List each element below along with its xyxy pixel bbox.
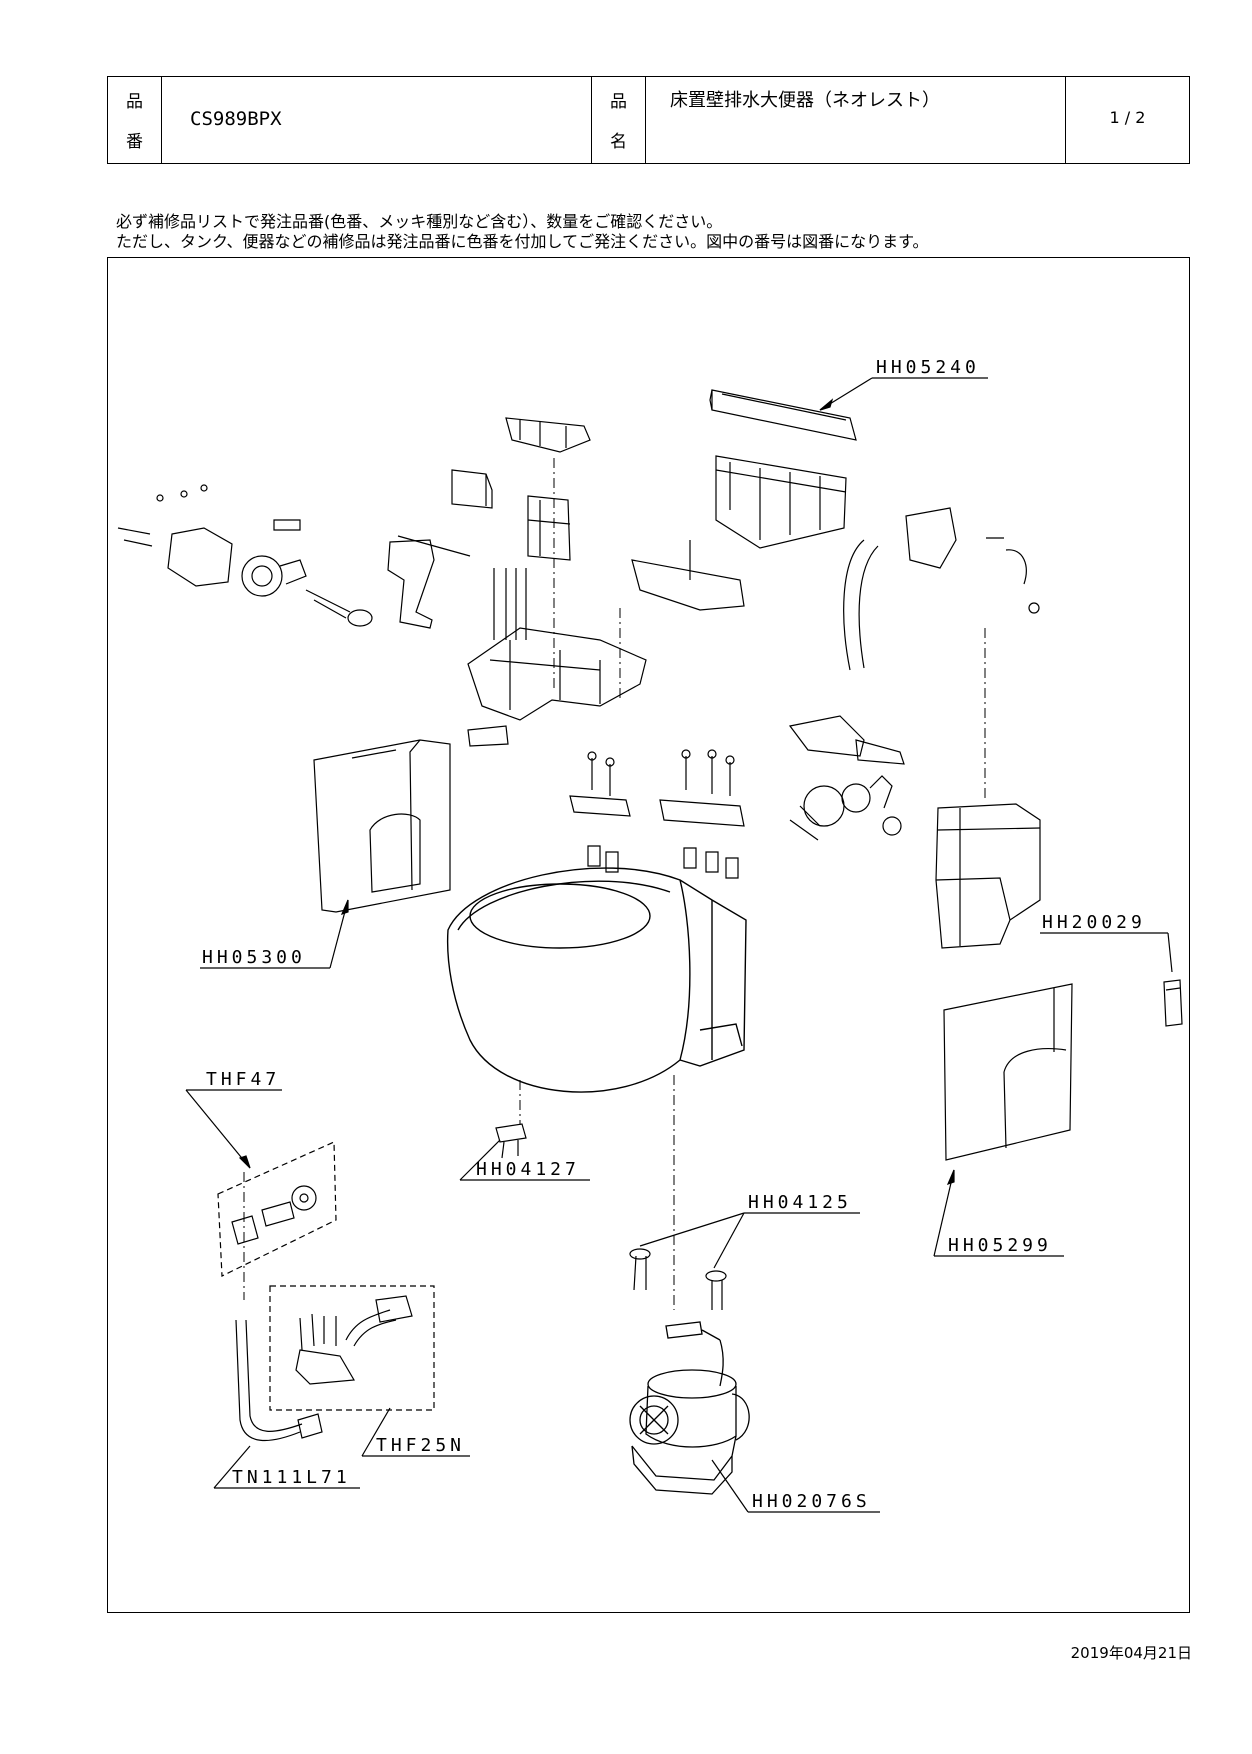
small-clip-part [495, 1123, 527, 1159]
label-tn111l71: TN111L71 [213, 1445, 360, 1489]
product-name-label-bottom: 名 [610, 132, 627, 152]
top-bracket-part [505, 417, 591, 453]
assembly-guide-lines [243, 458, 986, 1310]
pump-housing-part [527, 495, 571, 561]
product-name: 床置壁排水大便器（ネオレスト） [670, 90, 940, 111]
seat-cover-part [709, 389, 857, 441]
thf25n-fittings [295, 1295, 413, 1385]
label-text-hh05299: HH05299 [948, 1235, 1052, 1256]
label-hh02076s: HH02076S [711, 1459, 880, 1513]
product-code: CS989BPX [190, 108, 282, 130]
supply-hose-part [235, 1319, 323, 1442]
note-line-1: 必ず補修品リストで発注品番(色番、メッキ種別など含む）、数量をご確認ください。 [116, 212, 723, 231]
header-table: 品 番 CS989BPX 品 名 床置壁排水大便器（ネオレスト） 1 / 2 [107, 76, 1190, 164]
product-name-cell: 床置壁排水大便器（ネオレスト） [646, 77, 1066, 163]
label-hh04127: HH04127 [459, 1139, 590, 1181]
right-bracket-part [631, 540, 745, 611]
label-thf47: THF47 [185, 1069, 282, 1169]
label-text-hh04125: HH04125 [748, 1192, 852, 1213]
label-text-hh20029: HH20029 [1042, 912, 1146, 933]
part-number-label-cell: 品 番 [108, 77, 162, 163]
thf25n-group-box [269, 1285, 435, 1411]
part-number-label-top: 品 [126, 92, 143, 112]
block-part [451, 469, 493, 509]
side-cover-left-part [313, 739, 451, 913]
page-number: 1 / 2 [1109, 108, 1146, 127]
product-name-label-top: 品 [610, 92, 627, 112]
issue-date: 2019年04月21日 [1070, 1644, 1192, 1662]
toilet-bowl-part [446, 867, 747, 1093]
chassis-part [467, 568, 647, 747]
lever-part [387, 535, 471, 629]
right-pump-part [788, 715, 905, 841]
drain-unit-part [629, 1321, 750, 1495]
left-pump-part [117, 484, 373, 627]
label-text-hh02076s: HH02076S [752, 1491, 871, 1512]
screws-part [629, 1248, 727, 1310]
note-line-2: ただし、タンク、便器などの補修品は発注品番に色番を付加してご発注ください。図中の… [116, 232, 929, 251]
label-hh20029: HH20029 [1040, 912, 1173, 973]
control-housing-part [715, 455, 847, 549]
label-hh05300: HH05300 [200, 899, 349, 969]
label-text-hh04127: HH04127 [476, 1159, 580, 1180]
fitting-bolts-part [569, 749, 745, 879]
label-text-tn111l71: TN111L71 [232, 1467, 351, 1488]
tank-part [935, 803, 1041, 949]
product-name-label-cell: 品 名 [592, 77, 646, 163]
page-cell: 1 / 2 [1066, 77, 1189, 163]
thf47-group-box [217, 1141, 337, 1277]
label-thf25n: THF25N [361, 1407, 470, 1457]
label-hh05299: HH05299 [933, 1169, 1064, 1257]
label-hh05240: HH05240 [819, 357, 988, 411]
label-text-hh05300: HH05300 [202, 947, 306, 968]
part-number-label-bottom: 番 [126, 132, 143, 152]
valve-hose-part [843, 507, 1040, 671]
label-text-thf25n: THF25N [376, 1435, 465, 1456]
label-text-thf47: THF47 [206, 1069, 280, 1090]
side-cover-right-part [943, 983, 1073, 1161]
thf47-fittings [231, 1185, 317, 1245]
diagram-frame [107, 257, 1190, 1613]
sensor-part [1163, 979, 1183, 1027]
label-text-hh05240: HH05240 [876, 357, 980, 378]
product-code-cell: CS989BPX [162, 77, 592, 163]
label-hh04125: HH04125 [639, 1192, 860, 1269]
